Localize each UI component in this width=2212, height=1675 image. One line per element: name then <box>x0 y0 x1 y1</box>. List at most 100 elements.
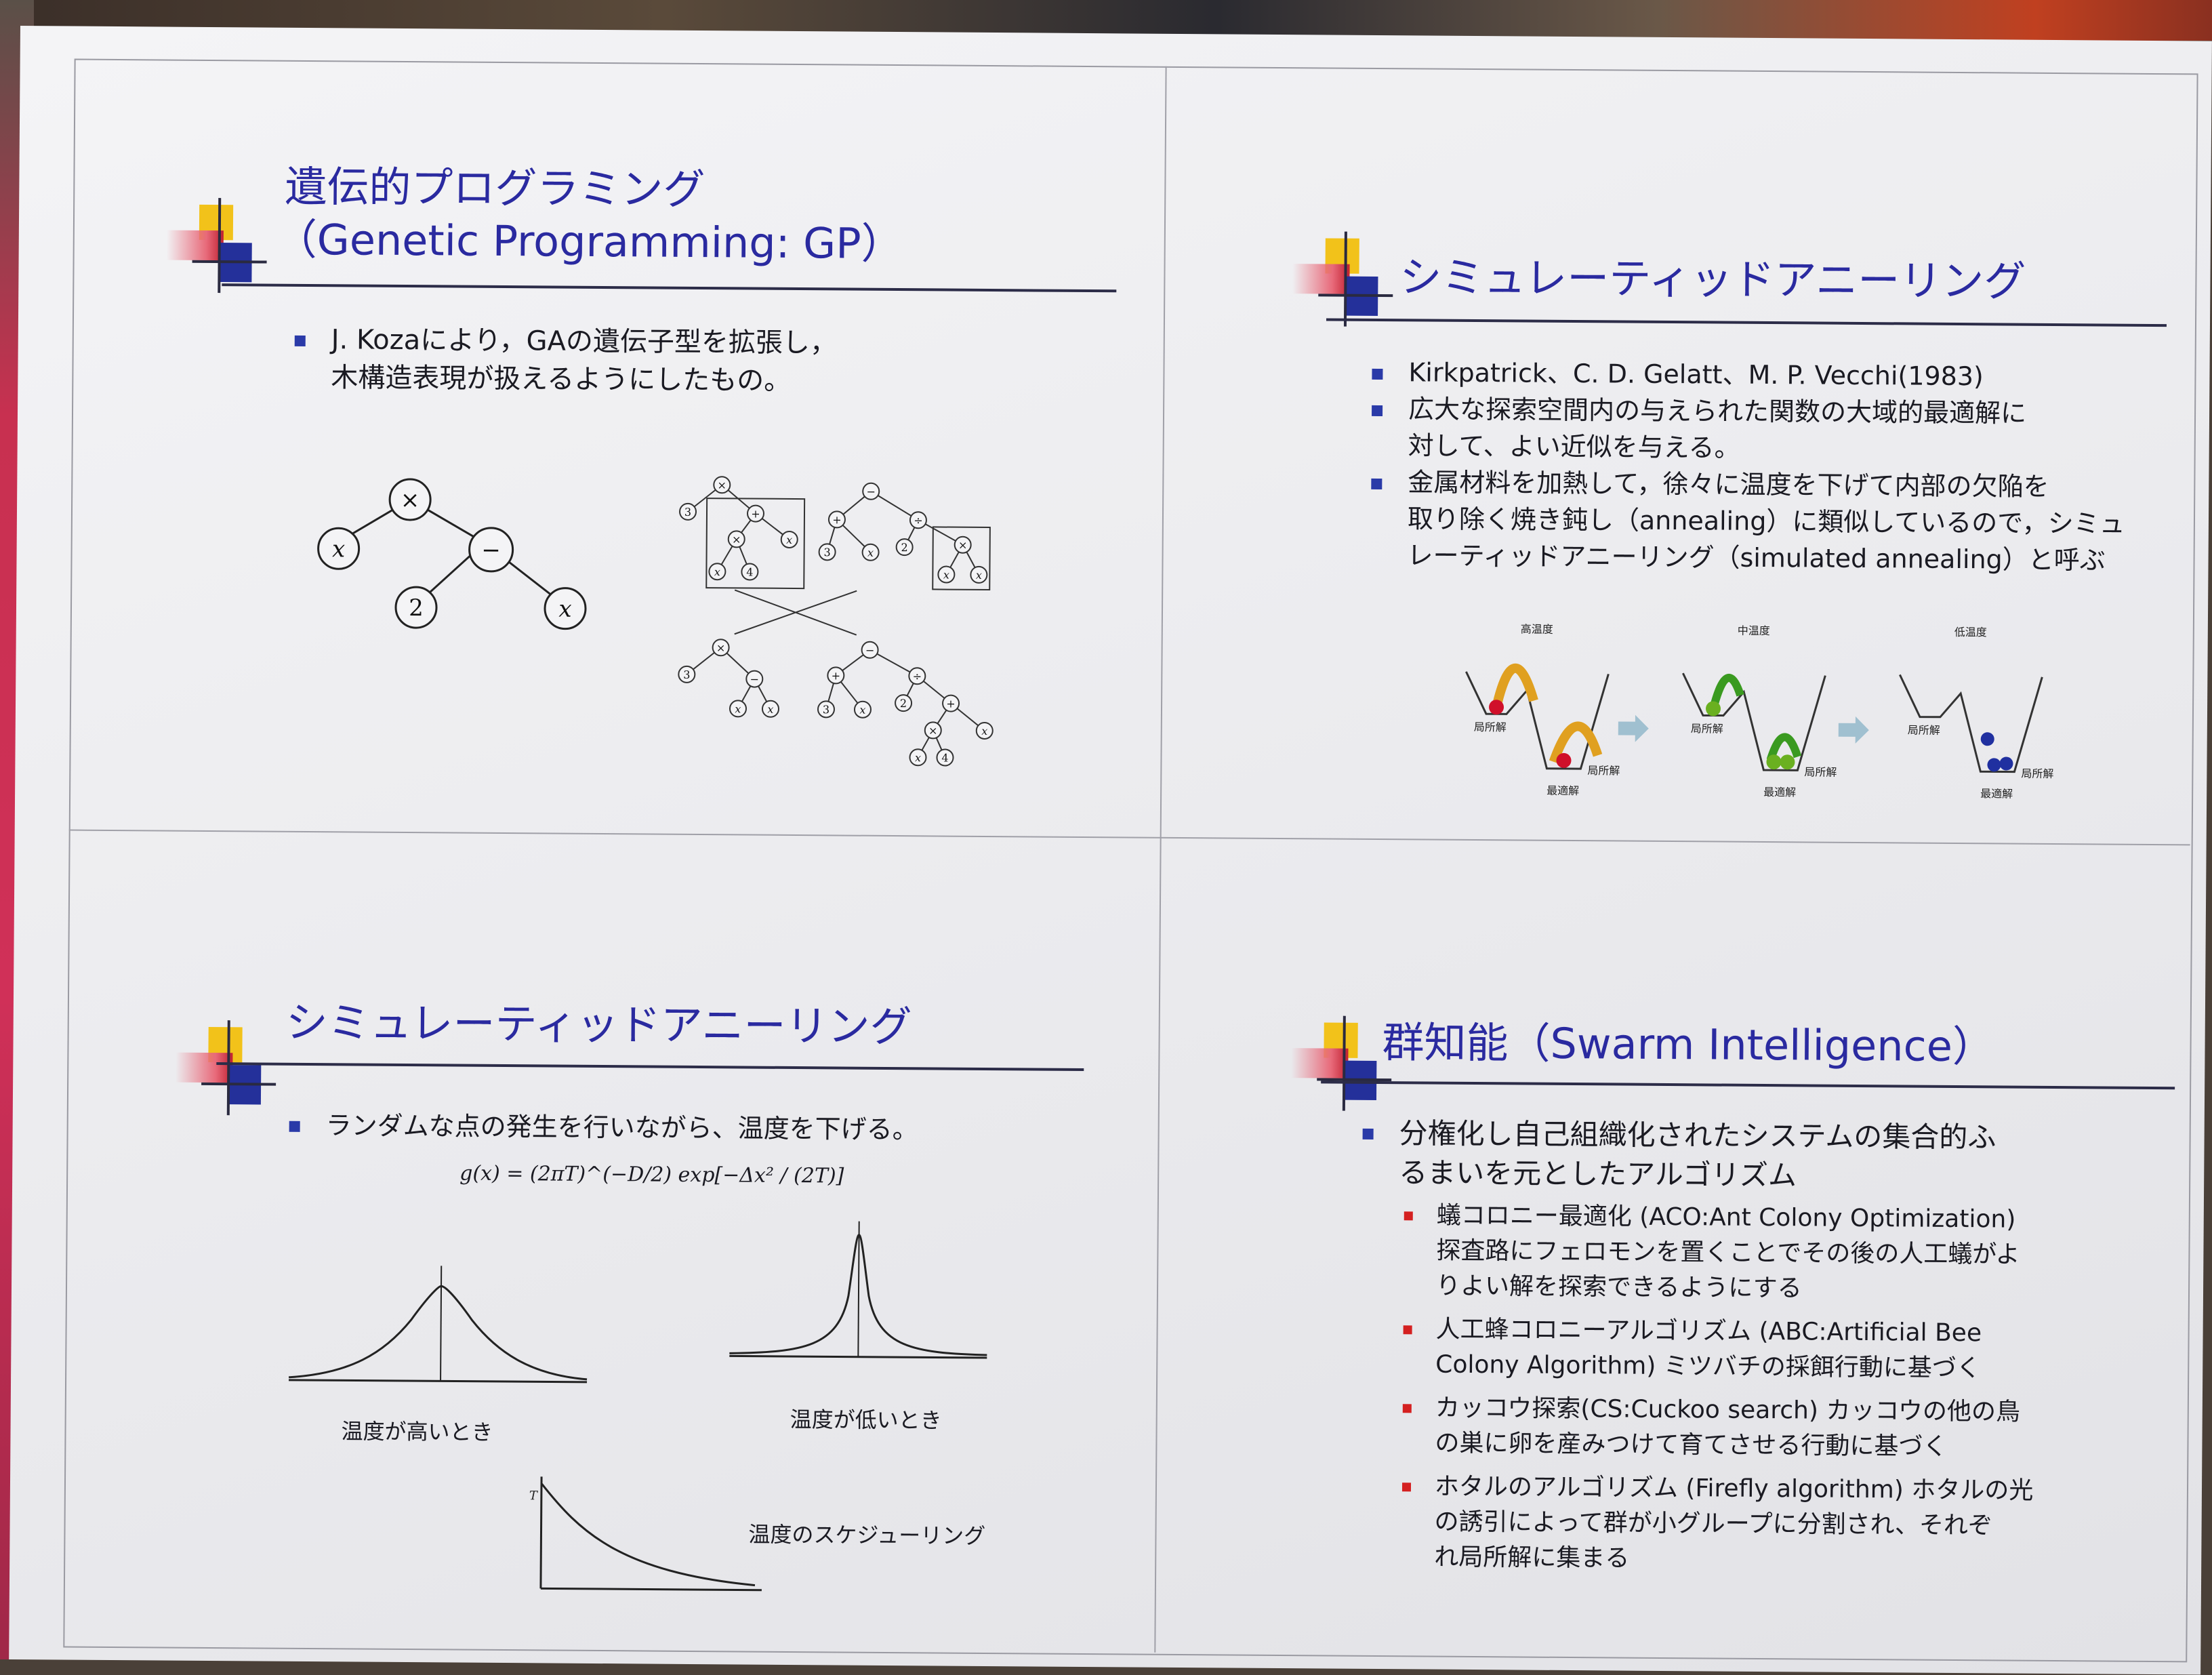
bullet-text: レーティッドアニーリング（simulated annealing）と呼ぶ <box>1407 540 2106 576</box>
gp-node: x <box>714 565 720 578</box>
tree-node-times: × <box>401 487 420 514</box>
gp-node: x <box>735 702 741 715</box>
temperature-schedule-plot: T <box>529 1476 762 1592</box>
gp-node: x <box>767 703 773 716</box>
crossover-diagram: × 3 + × x 4 x − + ÷ 3 x x 2 × x x × 3 − <box>678 476 994 767</box>
sub-bullet-text: 人工蜂コロニーアルゴリズム (ABC:Artificial Bee <box>1435 1315 1982 1348</box>
slide-simulated-annealing-schedule: シミュレーティッドアニーリング ランダムな点の発生を行いながら、温度を下げる。 … <box>9 829 1160 1654</box>
gp-node: ÷ <box>913 670 922 683</box>
gp-node: + <box>946 698 956 710</box>
local-solution-label: 局所解 <box>1804 765 1837 778</box>
low-temp-distribution-plot <box>729 1221 987 1359</box>
gp-node: + <box>751 508 760 521</box>
sub-bullet-text: ホタルのアルゴリズム (Firefly algorithm) ホタルの光 <box>1434 1472 2034 1505</box>
local-solution-label: 局所解 <box>1908 723 1940 736</box>
slide-title: 遺伝的プログラミング （Genetic Programming: GP） <box>275 161 904 270</box>
slide-title: 群知能（Swarm Intelligence） <box>1382 1017 1995 1072</box>
bullet-text: ランダムな点の発生を行いながら、温度を下げる。 <box>325 1110 918 1145</box>
bullet-list: Kirkpatrick、C. D. Gelatt、M. P. Vecchi(19… <box>1365 354 2126 579</box>
gp-node: 3 <box>683 668 690 681</box>
gp-node: × <box>718 479 727 491</box>
bullet-text: J. Kozaにより，GAの遺伝子型を拡張し， <box>331 324 838 359</box>
schedule-label: 温度のスケジューリング <box>748 1521 986 1549</box>
sub-bullet-item: ホタルのアルゴリズム (Firefly algorithm) ホタルの光 の誘引… <box>1395 1469 2033 1579</box>
title-underline <box>222 283 1117 293</box>
gp-node: 2 <box>901 541 907 554</box>
high-temp-label: 温度が高いとき <box>341 1418 493 1445</box>
gp-node: 4 <box>746 565 753 578</box>
slide-swarm-intelligence: 群知能（Swarm Intelligence） 分権化し自己組織化されたシステム… <box>1154 837 2190 1661</box>
gp-node: x <box>786 533 792 546</box>
gp-node: ÷ <box>914 514 923 527</box>
optimum-label: 最適解 <box>1763 786 1796 799</box>
mid-temp-label: 中温度 <box>1738 624 1770 637</box>
gp-node: x <box>859 704 865 717</box>
bullet-item: ランダムな点の発生を行いながら、温度を下げる。 <box>283 1106 918 1149</box>
gp-node: 3 <box>823 546 830 559</box>
bullet-text: 取り除く焼き鈍し（annealing）に類似しているので，シミュ <box>1407 504 2125 539</box>
bullet-list: J. Kozaにより，GAの遺伝子型を拡張し， 木構造表現が扱えるようにしたもの… <box>289 321 837 401</box>
local-solution-label: 局所解 <box>2021 767 2053 780</box>
gp-node: × <box>716 641 726 654</box>
sub-bullet-text: の巣に卵を産みつけて育てさせる行動に基づく <box>1435 1429 1948 1461</box>
sub-bullet-text: カッコウ探索(CS:Cuckoo search) カッコウの他の鳥 <box>1435 1394 2021 1426</box>
gp-node: x <box>976 569 982 582</box>
gp-node: x <box>943 569 949 582</box>
local-solution-label: 局所解 <box>1691 722 1723 735</box>
gp-node: 2 <box>900 697 907 710</box>
title-underline <box>216 1062 1084 1071</box>
bullet-item: 分権化し自己組織化されたシステムの集合的ふ るまいを元としたアルゴリズム <box>1357 1114 2036 1197</box>
bullet-item: 広大な探索空間内の与えられた関数の大域的最適解に 対して、よい近似を与える。 <box>1366 390 2127 469</box>
gp-node: + <box>832 513 842 526</box>
local-solution-label: 局所解 <box>1474 721 1507 733</box>
slide-title: シミュレーティッドアニーリング <box>1399 252 2026 306</box>
gp-node: − <box>866 485 876 498</box>
tree-node-minus: − <box>481 537 501 564</box>
title-line-1: 遺伝的プログラミング <box>285 161 705 215</box>
high-temp-label: 高温度 <box>1521 622 1553 635</box>
gp-node: − <box>865 644 875 657</box>
low-temp-label: 温度が低いとき <box>790 1406 942 1434</box>
axis-t-label: T <box>529 1489 539 1503</box>
printed-handout: 遺伝的プログラミング （Genetic Programming: GP） J. … <box>9 26 2212 1675</box>
slide-decoration-icon <box>176 1020 278 1123</box>
sub-bullet-item: カッコウ探索(CS:Cuckoo search) カッコウの他の鳥 の巣に卵を産… <box>1395 1390 2034 1466</box>
bullet-item: J. Kozaにより，GAの遺伝子型を拡張し， 木構造表現が扱えるようにしたもの… <box>289 321 837 401</box>
gp-node: x <box>981 725 987 738</box>
bullet-text: 木構造表現が扱えるようにしたもの。 <box>331 362 792 397</box>
gp-node: x <box>915 751 921 764</box>
sub-bullet-text: Colony Algorithm) ミツバチの採餌行動に基づく <box>1435 1350 1981 1383</box>
sub-bullet-text: れ局所解に集まる <box>1434 1543 1630 1573</box>
optimum-label: 最適解 <box>1547 784 1579 797</box>
bullet-text: 金属材料を加熱して，徐々に温度を下げて内部の欠陥を <box>1408 467 2049 502</box>
sub-bullet-item: 人工蜂コロニーアルゴリズム (ABC:Artificial Bee Colony… <box>1396 1312 2034 1387</box>
annealing-energy-landscape-diagram: 高温度 中温度 低温度 局所解 局所解 最適解 局所解 局所解 最適解 局所解 … <box>1465 622 2053 801</box>
sub-bullet-text: の誘引によって群が小グループに分割され、それぞ <box>1434 1508 1993 1540</box>
gp-node: × <box>732 533 741 546</box>
bullet-item: 金属材料を加熱して，徐々に温度を下げて内部の欠陥を 取り除く焼き鈍し（annea… <box>1365 464 2125 579</box>
tree-node-x: x <box>332 536 345 563</box>
bullet-item: Kirkpatrick、C. D. Gelatt、M. P. Vecchi(19… <box>1366 354 2126 396</box>
bullet-text: Kirkpatrick、C. D. Gelatt、M. P. Vecchi(19… <box>1408 357 1984 392</box>
title-line-2: （Genetic Programming: GP） <box>274 214 903 269</box>
local-solution-label: 局所解 <box>1587 764 1620 777</box>
bullet-list: ランダムな点の発生を行いながら、温度を下げる。 <box>283 1106 918 1149</box>
bullet-text: 広大な探索空間内の与えられた関数の大域的最適解に <box>1408 394 2027 428</box>
gp-node: × <box>928 724 938 737</box>
gp-node: × <box>958 539 968 552</box>
gp-node: 4 <box>941 752 948 765</box>
tree-node-x: x <box>558 596 571 623</box>
bullet-text: 対して、よい近似を与える。 <box>1408 430 1740 463</box>
sub-bullet-text: りよい解を探索できるようにする <box>1435 1272 1802 1303</box>
gp-node: 3 <box>684 506 691 519</box>
title-underline <box>1326 318 2167 327</box>
gp-node: − <box>750 673 760 686</box>
sub-bullet-text: 蟻コロニー最適化 (ACO:Ant Colony Optimization) <box>1436 1201 2016 1234</box>
slide-decoration-icon <box>1291 1015 1393 1118</box>
bullet-text: 分権化し自己組織化されたシステムの集合的ふ <box>1399 1116 1996 1154</box>
high-temp-distribution-plot <box>289 1266 588 1384</box>
gp-node: 3 <box>823 703 830 716</box>
gaussian-formula: g(x) = (2πT)^(−D/2) exp[−Δx² / (2T)] <box>459 1161 844 1188</box>
sub-bullet-text: 探査路にフェロモンを置くことでその後の人工蟻がよ <box>1436 1236 2020 1269</box>
gp-node: + <box>832 669 841 682</box>
